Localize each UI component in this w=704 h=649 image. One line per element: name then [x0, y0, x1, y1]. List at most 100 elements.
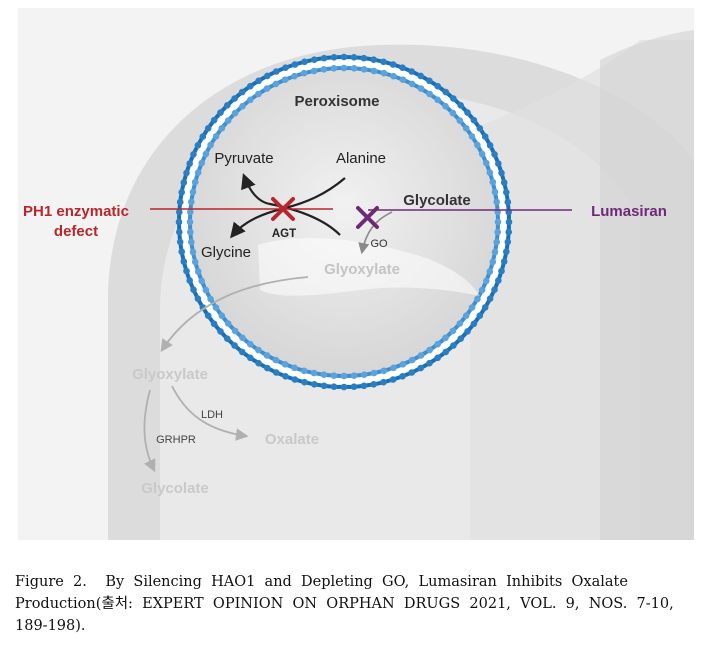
membrane-dot	[493, 238, 501, 246]
membrane-dot	[408, 369, 416, 376]
membrane-dot	[370, 67, 378, 75]
membrane-dot	[442, 88, 450, 96]
membrane-dot	[186, 160, 193, 167]
membrane-dot	[247, 82, 254, 90]
membrane-dot	[176, 198, 184, 206]
membrane-dot	[224, 320, 232, 327]
membrane-dot	[457, 335, 465, 343]
membrane-dot	[180, 258, 188, 265]
membrane-dot	[247, 96, 254, 104]
membrane-dot	[178, 189, 185, 196]
membrane-dot	[330, 383, 338, 391]
membrane-dot	[255, 90, 262, 98]
lumasiran-label: Lumasiran	[591, 203, 667, 220]
membrane-dot	[498, 267, 505, 275]
membrane-dot	[282, 373, 289, 380]
membrane-dot	[481, 133, 489, 140]
membrane-dot	[464, 328, 471, 335]
membrane-dot	[495, 160, 502, 167]
membrane-dot	[191, 258, 199, 266]
membrane-dot	[399, 76, 407, 83]
membrane-dot	[194, 268, 202, 275]
membrane-dot	[417, 72, 425, 80]
membrane-dot	[500, 179, 508, 186]
membrane-dot	[273, 68, 280, 75]
membrane-dot	[238, 88, 246, 96]
membrane-dot	[390, 364, 397, 372]
membrane-dot	[291, 61, 299, 68]
membrane-dot	[204, 312, 212, 320]
membrane-dot	[504, 198, 512, 206]
membrane-dot	[300, 367, 308, 375]
membrane-dot	[503, 248, 510, 255]
membrane-dot	[399, 64, 406, 71]
membrane-dot	[456, 320, 464, 327]
oxalate-label: Oxalate	[265, 431, 319, 448]
membrane-dot	[231, 342, 238, 349]
membrane-dot	[239, 334, 246, 342]
membrane-dot	[224, 117, 232, 124]
membrane-dot	[186, 218, 194, 226]
membrane-dot	[190, 286, 197, 294]
membrane-dot	[370, 56, 378, 63]
glyoxylate-inner-label: Glyoxylate	[324, 261, 400, 278]
membrane-dot	[491, 151, 498, 158]
membrane-dot	[202, 286, 210, 294]
membrane-dot	[478, 286, 486, 294]
membrane-dot	[204, 125, 212, 132]
membrane-dot	[442, 334, 449, 342]
peroxisome	[175, 53, 513, 391]
membrane-dot	[483, 277, 490, 285]
membrane-dot	[449, 109, 457, 117]
membrane-dot	[486, 268, 494, 275]
membrane-dot	[263, 352, 271, 359]
membrane-dot	[505, 218, 513, 226]
membrane-dot	[470, 116, 478, 124]
membrane-dot	[491, 188, 499, 196]
membrane-dot	[504, 238, 512, 246]
membrane-dot	[434, 82, 442, 90]
caption-line-3: 189-198).	[15, 618, 86, 634]
membrane-dot	[330, 54, 338, 61]
ldh-label: LDH	[201, 409, 223, 421]
membrane-dot	[301, 58, 308, 66]
membrane-dot	[191, 178, 199, 186]
membrane-dot	[272, 80, 280, 88]
membrane-dot	[481, 304, 489, 311]
defect-label-line1: PH1 enzymatic	[23, 203, 129, 220]
membrane-dot	[434, 340, 442, 348]
membrane-dot	[340, 53, 348, 61]
membrane-dot	[212, 133, 220, 140]
membrane-dot	[217, 109, 224, 116]
membrane-dot	[462, 312, 470, 320]
membrane-dot	[417, 364, 425, 372]
figure-caption: Figure 2. By Silencing HAO1 and Depletin…	[15, 571, 694, 637]
membrane-dot	[408, 80, 416, 88]
membrane-dot	[380, 58, 387, 66]
membrane-dot	[456, 117, 464, 124]
membrane-dot	[503, 189, 510, 196]
caption-line-2: Production(출처: EXPERT OPINION ON ORPHAN …	[15, 596, 674, 612]
peroxisome-label: Peroxisome	[294, 93, 379, 110]
membrane-dot	[468, 304, 476, 311]
membrane-dot	[281, 361, 289, 368]
membrane-dot	[442, 348, 450, 356]
membrane-dot	[434, 96, 442, 104]
membrane-dot	[360, 371, 368, 379]
membrane-dot	[340, 64, 348, 72]
membrane-dot	[189, 188, 197, 196]
membrane-dot	[183, 169, 190, 177]
membrane-dot	[189, 248, 197, 256]
membrane-dot	[272, 356, 280, 364]
membrane-dot	[450, 95, 457, 102]
membrane-dot	[320, 66, 328, 73]
membrane-dot	[207, 295, 214, 303]
membrane-dot	[489, 258, 497, 266]
membrane-dot	[389, 61, 397, 68]
membrane-dot	[494, 218, 502, 226]
membrane-dot	[176, 208, 183, 216]
membrane-dot	[408, 356, 416, 364]
membrane-dot	[494, 228, 502, 236]
membrane-dot	[505, 228, 512, 236]
membrane-dot	[176, 228, 183, 236]
